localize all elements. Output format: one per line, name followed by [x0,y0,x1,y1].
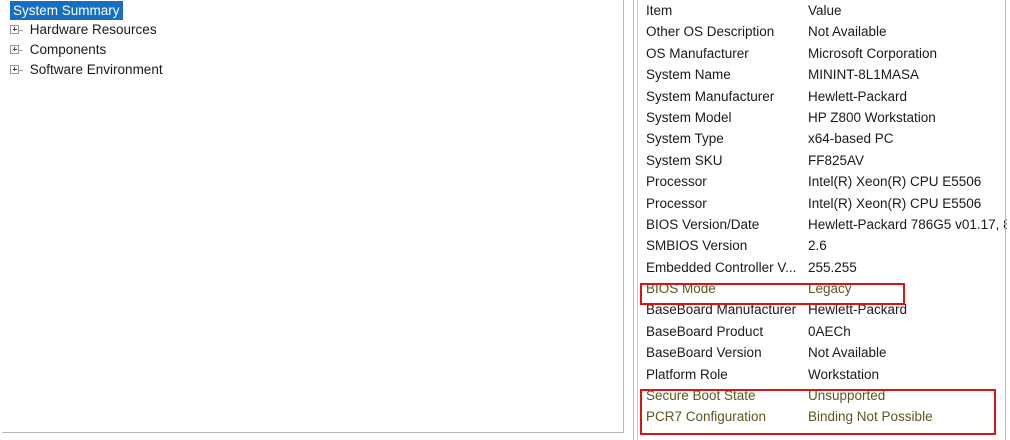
detail-row-item: System Type [646,131,724,147]
detail-row-value: Unsupported [808,388,886,404]
detail-row-item: System Model [646,109,732,125]
expand-plus-icon[interactable] [10,64,19,74]
detail-row-value: HP Z800 Workstation [808,109,936,125]
detail-row-item: PCR7 Configuration [646,409,767,425]
tree-item-hardware-resources-label: Hardware Resources [29,22,157,37]
details-header-row: Item Value [634,0,1007,21]
detail-row-value: Legacy [808,281,852,297]
tree-item-system-summary-label: System Summary [10,1,123,20]
tree-item-system-summary[interactable]: System Summary [2,1,623,21]
detail-row[interactable]: System Name MININT-8L1MASA [634,64,1007,85]
detail-row[interactable]: BaseBoard Product 0AECh [634,321,1007,342]
detail-row-item: OS Manufacturer [646,45,749,61]
detail-row-item: Other OS Description [646,24,775,40]
detail-row-item: BaseBoard Product [646,323,764,339]
detail-row-value: Hewlett-Packard [808,302,908,318]
tree-item-hardware-resources[interactable]: Hardware Resources [2,20,623,40]
detail-row-value: Intel(R) Xeon(R) CPU E5506 [808,195,982,211]
detail-row-item: BIOS Mode [646,281,716,297]
detail-row[interactable]: System Manufacturer Hewlett-Packard [634,86,1007,107]
detail-row-value: MININT-8L1MASA [808,67,920,83]
detail-row-item: Processor [646,195,707,211]
detail-row[interactable]: Secure Boot State Unsupported [634,385,1007,406]
tree-connector-line [19,70,23,71]
detail-row-value: Hewlett-Packard [808,88,908,104]
detail-row-value: 255.255 [808,259,857,275]
detail-row-value: Not Available [808,24,887,40]
detail-row-value: Binding Not Possible [808,409,933,425]
detail-row-item: BaseBoard Version [646,345,762,361]
tree-item-components-label: Components [29,42,107,57]
detail-row[interactable]: BaseBoard Manufacturer Hewlett-Packard [634,299,1007,320]
detail-row-item: System Manufacturer [646,88,775,104]
detail-row[interactable]: Processor Intel(R) Xeon(R) CPU E5506 [634,193,1007,214]
detail-row[interactable]: BaseBoard Version Not Available [634,342,1007,363]
column-header-value[interactable]: Value [808,3,842,18]
detail-row-item: Secure Boot State [646,388,756,404]
column-header-item[interactable]: Item [646,3,673,18]
detail-row[interactable]: PCR7 Configuration Binding Not Possible [634,406,1007,427]
tree-item-components[interactable]: Components [2,40,623,60]
detail-row-item: System SKU [646,152,723,168]
expand-plus-icon[interactable] [10,44,19,54]
detail-row[interactable]: System Type x64-based PC [634,128,1007,149]
detail-row-value: Not Available [808,345,887,361]
detail-row-value: x64-based PC [808,131,894,147]
detail-row-item: BaseBoard Manufacturer [646,302,797,318]
detail-row-item: SMBIOS Version [646,238,748,254]
detail-row-value: 2.6 [808,238,827,254]
detail-row[interactable]: SMBIOS Version 2.6 [634,235,1007,256]
tree-connector-line [19,30,23,31]
detail-row[interactable]: Other OS Description Not Available [634,21,1007,42]
expand-plus-icon[interactable] [10,24,19,34]
detail-row-item: Embedded Controller V... [646,259,797,275]
detail-row-value: Hewlett-Packard 786G5 v01.17, 8/ [808,216,1007,232]
detail-row-item: Platform Role [646,366,728,382]
detail-row[interactable]: OS Manufacturer Microsoft Corporation [634,43,1007,64]
detail-row-value: Microsoft Corporation [808,45,938,61]
detail-row-item: System Name [646,67,731,83]
detail-row[interactable]: BIOS Version/Date Hewlett-Packard 786G5 v… [634,214,1007,235]
tree-item-software-environment[interactable]: Software Environment [2,60,623,80]
detail-row[interactable]: System SKU FF825AV [634,150,1007,171]
detail-row-value: Intel(R) Xeon(R) CPU E5506 [808,174,982,190]
detail-row-value: FF825AV [808,152,865,168]
detail-row-item: BIOS Version/Date [646,216,760,232]
details-panel-right-edge [1005,0,1006,440]
detail-row[interactable]: System Model HP Z800 Workstation [634,107,1007,128]
detail-row-item: Processor [646,174,707,190]
detail-row-value: Workstation [808,366,880,382]
tree-connector-line [19,50,23,51]
tree-item-software-environment-label: Software Environment [29,62,163,77]
detail-row[interactable]: Platform Role Workstation [634,364,1007,385]
detail-row[interactable]: BIOS Mode Legacy [634,278,1007,299]
detail-row[interactable]: Processor Intel(R) Xeon(R) CPU E5506 [634,171,1007,192]
detail-row-value: 0AECh [808,323,851,339]
navigation-tree-panel: System Summary Hardware Resources Compon… [2,0,624,433]
detail-row[interactable]: Embedded Controller V... 255.255 [634,257,1007,278]
